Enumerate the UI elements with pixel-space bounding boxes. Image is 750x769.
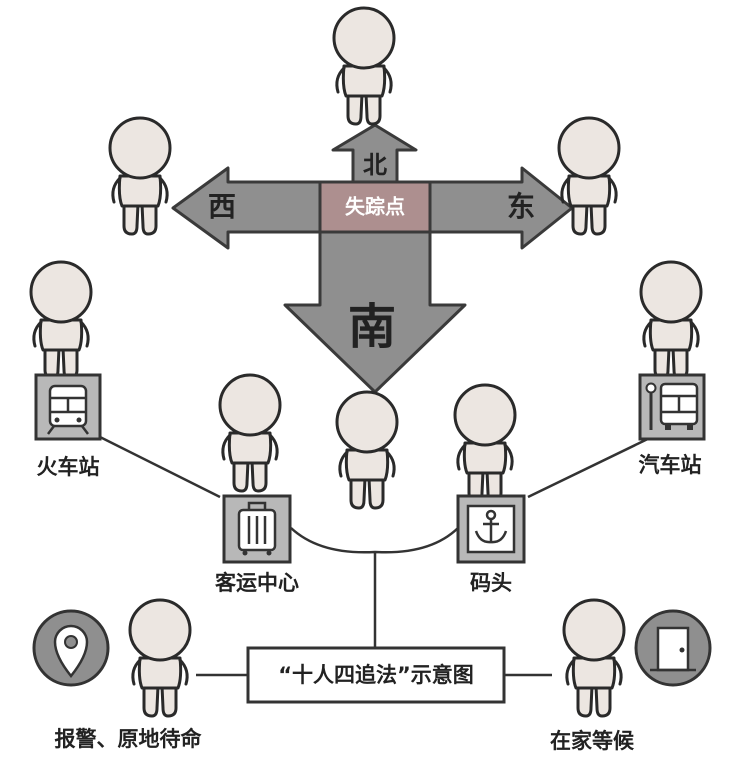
person-dock xyxy=(453,383,517,503)
person-police xyxy=(128,598,192,718)
title-box xyxy=(246,646,506,704)
direction-arrows xyxy=(171,123,574,394)
person-west xyxy=(108,116,172,236)
door-icon xyxy=(634,609,712,687)
dock-label: 码头 xyxy=(470,571,512,595)
person-passenger-center xyxy=(218,373,282,493)
report-police-label: 报警、原地待命 xyxy=(55,727,203,751)
person-bus-station xyxy=(639,260,703,380)
suitcase-icon xyxy=(222,494,292,564)
connector-lines xyxy=(95,433,657,677)
west-label: 西 xyxy=(208,190,236,223)
person-east xyxy=(557,116,621,236)
train-icon xyxy=(34,373,102,441)
person-north xyxy=(332,6,396,126)
south-label: 南 xyxy=(348,299,396,355)
passenger-center-label: 客运中心 xyxy=(215,571,299,595)
north-label: 北 xyxy=(363,151,387,179)
south-arrow xyxy=(283,230,467,394)
center-label: 失踪点 xyxy=(345,195,405,219)
title-label: “十人四追法”示意图 xyxy=(278,663,474,687)
bus-station-label: 汽车站 xyxy=(639,453,702,477)
person-train-station xyxy=(29,260,93,380)
east-label: 东 xyxy=(507,190,535,223)
anchor-icon xyxy=(456,494,526,564)
center-square xyxy=(318,180,432,234)
bus-icon xyxy=(638,373,706,441)
train-station-label: 火车站 xyxy=(37,455,100,479)
person-center xyxy=(335,390,399,510)
location-pin-icon xyxy=(32,609,110,687)
wait-home-label: 在家等候 xyxy=(550,729,635,753)
person-home xyxy=(562,598,626,718)
